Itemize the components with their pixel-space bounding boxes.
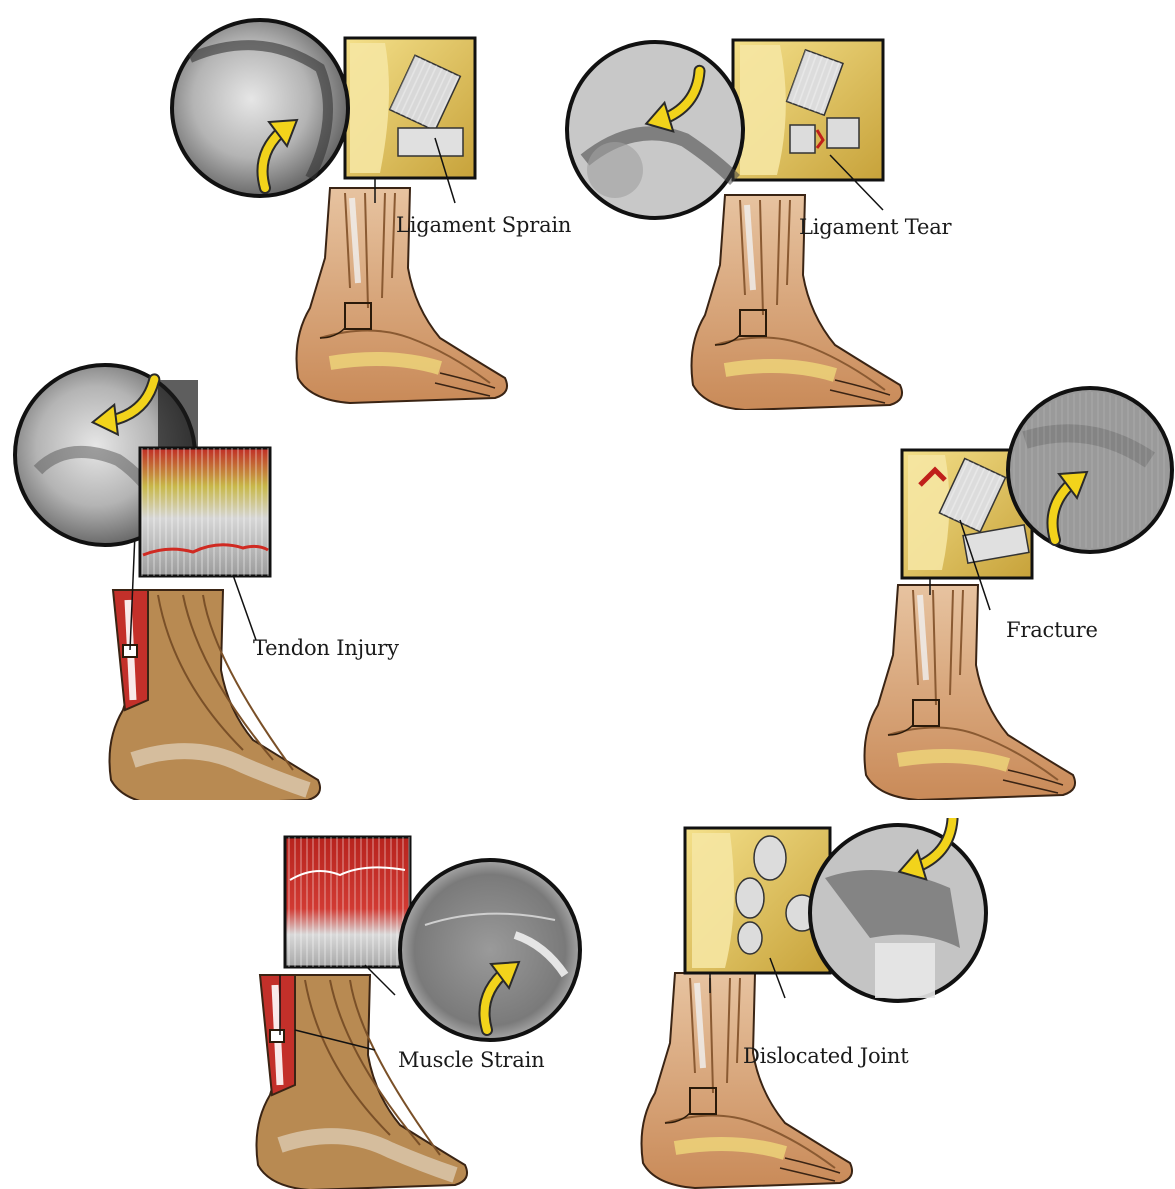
fracture-illustration xyxy=(850,370,1175,800)
panel-ligament-sprain: Ligament Sprain xyxy=(170,8,560,418)
panel-muscle-strain: Muscle Strain xyxy=(245,825,595,1189)
label-fracture: Fracture xyxy=(1006,618,1098,642)
panel-dislocated-joint: Dislocated Joint xyxy=(620,818,1000,1189)
label-ligament-sprain: Ligament Sprain xyxy=(396,213,571,237)
dislocated-joint-illustration xyxy=(620,818,1000,1189)
label-ligament-tear: Ligament Tear xyxy=(799,215,951,239)
tendon-injury-illustration xyxy=(8,360,428,800)
panel-tendon-injury: Tendon Injury xyxy=(8,360,428,800)
label-muscle-strain: Muscle Strain xyxy=(398,1048,544,1072)
label-dislocated-joint: Dislocated Joint xyxy=(743,1044,909,1068)
panel-ligament-tear: Ligament Tear xyxy=(565,30,965,410)
panel-fracture: Fracture xyxy=(850,370,1175,800)
label-tendon-injury: Tendon Injury xyxy=(253,636,399,660)
muscle-strain-illustration xyxy=(245,825,595,1189)
